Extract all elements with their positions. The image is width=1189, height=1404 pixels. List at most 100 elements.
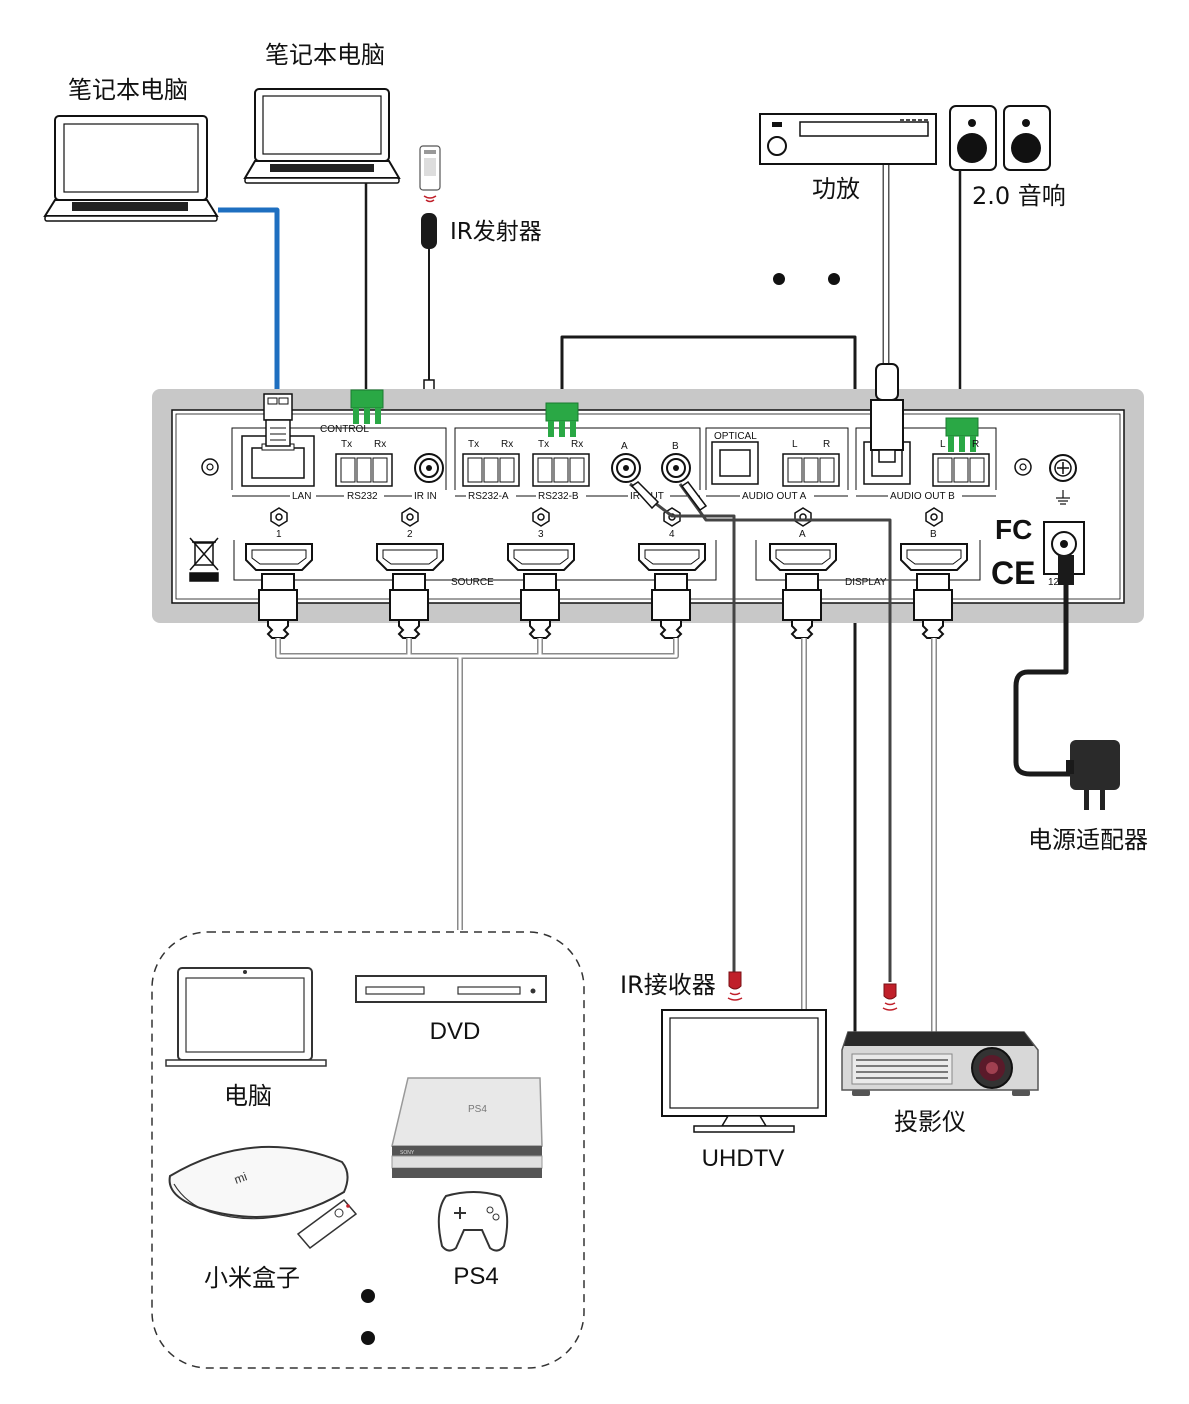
uhdtv-icon (661, 1009, 827, 1133)
rs232b-rx-label: Rx (571, 439, 583, 450)
remote-control-icon (419, 145, 441, 203)
hdmi-out-b-label: B (930, 529, 937, 540)
rs232b-tx-label: Tx (538, 439, 549, 450)
gamepad-icon (437, 1191, 509, 1252)
power-cable (1013, 560, 1072, 777)
dvd-label: DVD (430, 1018, 481, 1045)
audio-out-a-label: AUDIO OUT A (742, 491, 807, 502)
speakers-label: 2.0 音响 (972, 182, 1066, 210)
ce-mark: CE (991, 555, 1035, 591)
ir-receiver-projector-icon (882, 983, 898, 1011)
hdmi-in-1-label: 1 (276, 529, 282, 540)
ps4-console-icon: PS4 SONY (391, 1077, 543, 1178)
mi-remote-icon (296, 1198, 358, 1250)
ir-in-label: IR IN (414, 491, 437, 502)
speaker-left-icon (949, 105, 997, 171)
more-dot (773, 273, 785, 285)
source-devices-group (151, 931, 585, 1369)
source-cable-bundle-inner (276, 638, 678, 930)
dc-plug-icon (1058, 555, 1074, 585)
amplifier-icon (759, 113, 937, 165)
dc-voltage-label: 12V (1048, 577, 1066, 588)
ir-out-a-label: A (621, 441, 628, 452)
audio-out-a-terminal-block (782, 453, 840, 487)
control-label: CONTROL (320, 424, 369, 435)
rs232-a-label: RS232-A (468, 491, 509, 502)
audio-b-l-label: L (940, 439, 946, 450)
screw-right-icon (1014, 458, 1032, 476)
source-label: SOURCE (451, 577, 494, 588)
rs232-a-terminal-block (462, 453, 520, 487)
mi-box-label: 小米盒子 (204, 1264, 300, 1292)
ir-plug-icon (630, 480, 708, 512)
green-terminal-plug-icon (545, 402, 579, 437)
hdmi-port-inner (251, 549, 962, 565)
ground-terminal-icon (1049, 454, 1077, 482)
ir-out-a-jack (611, 453, 641, 483)
lan-cable (218, 207, 280, 395)
speaker-right-icon (1003, 105, 1051, 171)
audio-a-r-label: R (823, 439, 830, 450)
source-cable-bundle (275, 638, 679, 930)
rs232-b-terminal-block (532, 453, 590, 487)
projector-icon (841, 1031, 1039, 1096)
laptop-left-label: 笔记本电脑 (68, 76, 188, 104)
rs232-label: RS232 (347, 491, 378, 502)
panel-bracket-lines (231, 427, 997, 581)
computer-icon (165, 967, 327, 1067)
weee-bin-icon (189, 537, 219, 582)
optical-plug-icon (870, 363, 904, 463)
rs232a-rx-label: Rx (501, 439, 513, 450)
hdmi-in-3-label: 3 (538, 529, 544, 540)
ground-symbol-icon (1056, 490, 1070, 505)
more-dot (828, 273, 840, 285)
ir-receiver-label: IR接收器 (620, 971, 716, 999)
power-adapter-icon (1066, 740, 1120, 810)
ps4-brand: SONY (400, 1150, 415, 1156)
ir-in-jack (414, 453, 444, 483)
ir-out-b-cable-outer (678, 483, 892, 982)
rs232-b-cable (560, 335, 857, 1032)
control-tx-label: Tx (341, 439, 352, 450)
audio-out-b-terminal-block (932, 453, 990, 487)
control-rx-label: Rx (374, 439, 386, 450)
control-terminal-block (335, 453, 393, 487)
hdmi-plug-icon (258, 573, 953, 639)
rs232a-tx-label: Tx (468, 439, 479, 450)
ir-emitter-label: IR发射器 (450, 219, 542, 245)
ir-receiver-tv-icon (727, 971, 743, 1001)
optical-port (711, 441, 759, 485)
computer-label: 电脑 (224, 1082, 272, 1110)
optical-label: OPTICAL (714, 431, 757, 442)
hdmi-in-4-label: 4 (669, 529, 675, 540)
green-terminal-plug-icon (945, 417, 979, 452)
power-adapter-label: 电源适配器 (1028, 826, 1148, 854)
more-dot (361, 1331, 375, 1345)
more-dot (361, 1289, 375, 1303)
hdmi-out-a-label: A (799, 529, 806, 540)
lan-plug-icon (263, 393, 293, 447)
ir-out-b-label: B (672, 441, 679, 452)
rs232-b-label: RS232-B (538, 491, 579, 502)
amplifier-label: 功放 (812, 175, 860, 203)
audio-b-r-label: R (972, 439, 979, 450)
laptop-top (243, 88, 401, 184)
audio-a-l-label: L (792, 439, 798, 450)
laptop-top-label: 笔记本电脑 (265, 41, 385, 69)
display-label: DISPLAY (845, 577, 887, 588)
uhdtv-label: UHDTV (702, 1145, 785, 1172)
laptop-left (43, 115, 219, 222)
ps4-label: PS4 (453, 1263, 498, 1290)
dvd-player-icon (355, 975, 547, 1003)
fc-mark: FC (995, 514, 1032, 545)
lan-label: LAN (292, 491, 311, 502)
ir-out-b-jack (661, 453, 691, 483)
hdmi-in-2-label: 2 (407, 529, 413, 540)
projector-label: 投影仪 (894, 1108, 966, 1136)
ps4-top-logo: PS4 (468, 1104, 487, 1115)
audio-out-b-label: AUDIO OUT B (890, 491, 955, 502)
mi-logo: mi (232, 1169, 249, 1186)
screw-left-icon (201, 458, 219, 476)
mi-box-icon: mi (168, 1145, 349, 1220)
